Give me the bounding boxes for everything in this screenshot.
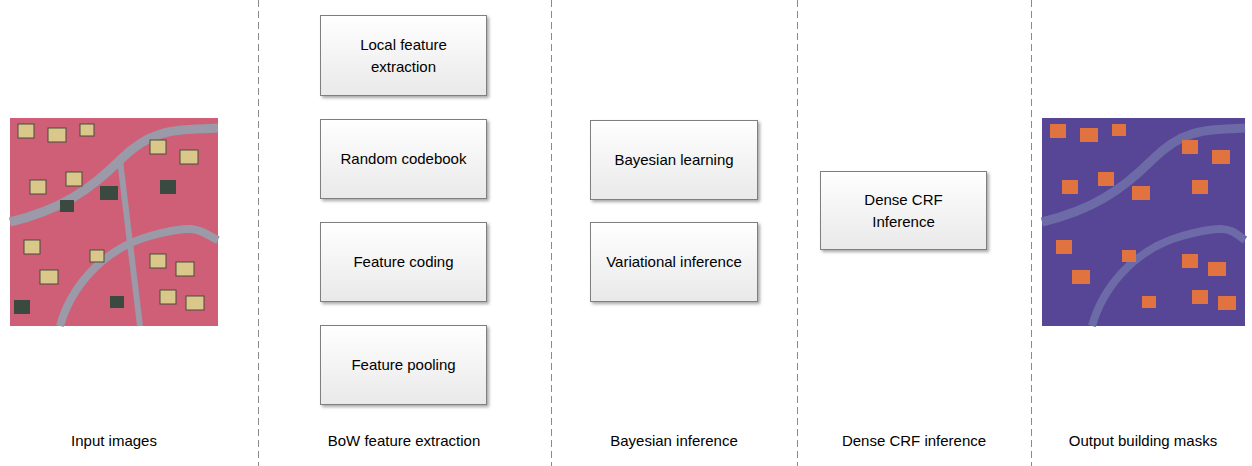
process-box: Feature pooling bbox=[320, 325, 487, 405]
separator bbox=[259, 0, 1032, 466]
process-box: Variational inference bbox=[590, 222, 758, 302]
column-caption: Output building masks bbox=[1069, 432, 1217, 449]
input-image bbox=[10, 118, 218, 326]
column-caption: Bayesian inference bbox=[610, 432, 738, 449]
box-label: Feature pooling bbox=[351, 356, 455, 373]
box-label: Random codebook bbox=[341, 150, 467, 167]
column-caption: Dense CRF inference bbox=[842, 432, 986, 449]
box-label: Variational inference bbox=[606, 253, 742, 270]
process-box: Dense CRF Inference bbox=[820, 171, 987, 250]
box-label: Local feature extraction bbox=[360, 36, 447, 75]
process-box: Bayesian learning bbox=[590, 120, 758, 200]
output-image bbox=[1042, 118, 1245, 326]
box-label: Bayesian learning bbox=[614, 151, 733, 168]
process-box: Feature coding bbox=[320, 222, 487, 302]
column-caption: Input images bbox=[71, 432, 157, 449]
box-label: Feature coding bbox=[353, 253, 453, 270]
process-box: Local feature extraction bbox=[320, 15, 487, 96]
column-caption: BoW feature extraction bbox=[328, 432, 481, 449]
process-box: Random codebook bbox=[320, 119, 487, 199]
box-label: Dense CRF Inference bbox=[864, 191, 942, 230]
